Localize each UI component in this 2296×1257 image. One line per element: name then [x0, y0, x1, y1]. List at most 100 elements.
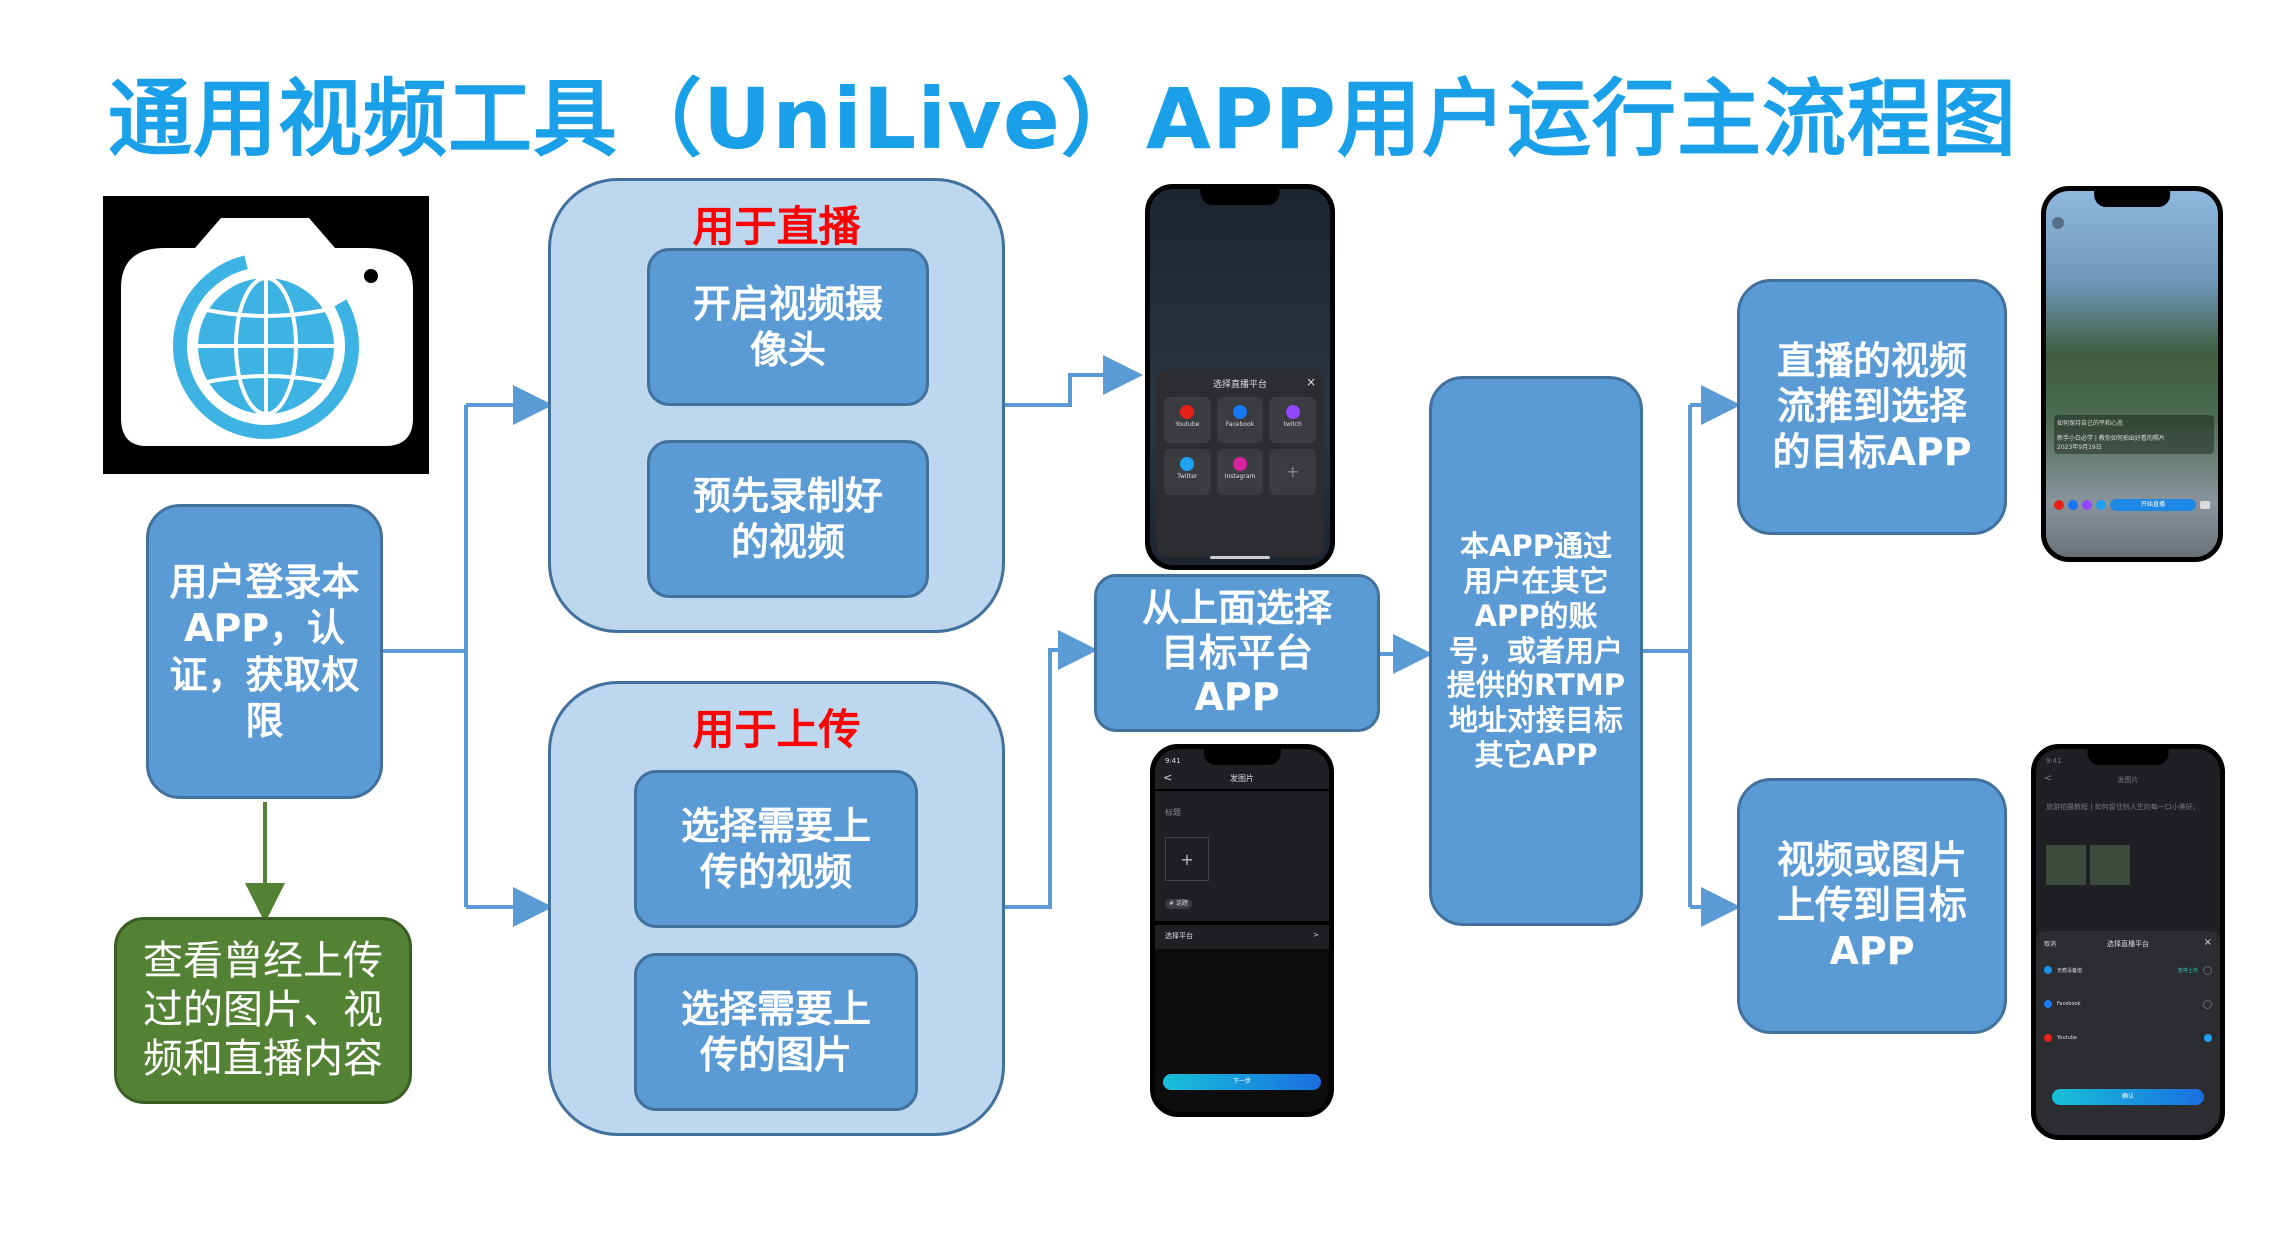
twitch-label: twitch: [1283, 421, 1302, 428]
confirm-button-label: 确认: [2121, 1093, 2134, 1100]
caption-line-2: 新手小白必学 | 教你如何拍出好看的照片: [2057, 435, 2165, 442]
youtube-option[interactable]: Youtube: [1164, 397, 1211, 443]
back-icon[interactable]: [2052, 217, 2064, 229]
upload-header: 发图片: [2117, 776, 2139, 784]
platform-name: Facebook: [2057, 1001, 2081, 1007]
youtube-icon: [2044, 1034, 2052, 1042]
close-icon[interactable]: ×: [2203, 937, 2212, 948]
add-platform-option[interactable]: +: [1269, 449, 1316, 495]
start-live-button[interactable]: 开始直播: [2110, 499, 2196, 511]
back-icon[interactable]: <: [2044, 773, 2053, 784]
open-camera-box: 开启视频摄像头: [647, 248, 929, 406]
phone-upload-platform: 9:41 < 发图片 旅游拍摄教程 | 如何留住别人生的每一口小美好。 取消 选…: [2031, 744, 2225, 1140]
connect-accounts-box: 本APP通过用户在其它APP的账号，或者用户提供的RTMP地址对接目标其它APP: [1429, 376, 1643, 926]
twitch-icon: [1285, 405, 1300, 419]
select-upload-video-text: 选择需要上传的视频: [680, 803, 871, 894]
platform-row[interactable]: 无痕设备值 暂停上传: [2044, 963, 2212, 977]
login-box: 用户登录本APP，认证，获取权限: [146, 504, 383, 799]
form-divider: [1155, 921, 1329, 925]
youtube-icon[interactable]: [2054, 500, 2064, 510]
header-divider: [1155, 789, 1329, 791]
instagram-icon: [1232, 457, 1247, 471]
phone-live-platform: 选择直播平台 × Youtube Facebook twitch Twitter…: [1145, 184, 1335, 570]
phone-notch: [1203, 749, 1281, 765]
stream-controls: 开始直播: [2054, 497, 2210, 513]
select-platform-label: 选择平台: [1165, 932, 1193, 940]
upload-header: 发图片: [1230, 774, 1254, 783]
twitch-icon[interactable]: [2082, 500, 2092, 510]
start-live-label: 开始直播: [2140, 501, 2165, 508]
add-media-button[interactable]: +: [1165, 837, 1209, 881]
open-camera-text: 开启视频摄像头: [692, 281, 883, 372]
plus-icon: +: [1285, 462, 1300, 481]
chevron-right-icon: >: [1313, 931, 1319, 939]
home-indicator: [1210, 556, 1270, 559]
camera-icon[interactable]: [2200, 501, 2210, 509]
post-body: 旅游拍摄教程 | 如何留住别人生的每一口小美好。: [2046, 803, 2200, 811]
facebook-label: Facebook: [1225, 421, 1255, 428]
facebook-icon: [1232, 405, 1247, 419]
phone-notch: [1200, 189, 1280, 205]
sheet-title: 选择直播平台: [1212, 380, 1267, 390]
thumbnail-1: [2046, 845, 2086, 885]
twitter-icon: [1180, 457, 1195, 471]
youtube-icon: [1180, 405, 1195, 419]
radio-checked[interactable]: [2204, 1034, 2212, 1042]
upload-group-label: 用于上传: [692, 705, 861, 754]
facebook-icon[interactable]: [2068, 500, 2078, 510]
instagram-option[interactable]: Instagram: [1216, 449, 1264, 495]
phone-live-stream: 如何保持自己的平和心态 新手小白必学 | 教你如何拍出好看的照片 2023年9月…: [2041, 186, 2223, 562]
title-placeholder[interactable]: 标题: [1165, 808, 1181, 817]
history-text: 查看曾经上传过的图片、视频和直播内容: [143, 938, 383, 1082]
select-platform-row[interactable]: 选择平台 >: [1165, 931, 1319, 941]
youtube-label: Youtube: [1175, 421, 1200, 428]
next-button[interactable]: 下一步: [1163, 1074, 1321, 1090]
platform-row[interactable]: Youtube: [2044, 1031, 2212, 1045]
instagram-label: Instagram: [1224, 473, 1256, 480]
twitter-label: Twitter: [1177, 473, 1198, 480]
back-icon[interactable]: <: [1163, 771, 1173, 784]
prerecorded-text: 预先录制好的视频: [692, 473, 883, 564]
sheet-title: 选择直播平台: [2107, 940, 2149, 948]
choose-platform-text: 从上面选择目标平台APP: [1141, 585, 1332, 720]
upload-to-target-box: 视频或图片上传到目标APP: [1737, 778, 2007, 1034]
radio-unchecked[interactable]: [2203, 999, 2212, 1009]
platform-name: Youtube: [2057, 1035, 2077, 1041]
platform-name: 无痕设备值: [2057, 967, 2083, 974]
status-time: 9:41: [2046, 757, 2062, 765]
twitter-option[interactable]: Twitter: [1164, 449, 1211, 495]
sheet-cancel[interactable]: 取消: [2044, 941, 2057, 948]
phone-notch: [2087, 749, 2169, 765]
status-time: 9:41: [1165, 757, 1181, 765]
plus-icon: +: [1180, 850, 1194, 869]
login-text: 用户登录本APP，认证，获取权限: [169, 559, 360, 743]
select-upload-image-box: 选择需要上传的图片: [634, 953, 918, 1111]
select-upload-video-box: 选择需要上传的视频: [634, 770, 918, 928]
phone-notch: [2094, 191, 2170, 207]
caption-line-1: 如何保持自己的平和心态: [2057, 420, 2124, 427]
platform-sheet: 取消 选择直播平台 × 无痕设备值 暂停上传 Facebook Youtube …: [2036, 931, 2220, 1135]
history-box: 查看曾经上传过的图片、视频和直播内容: [114, 917, 412, 1104]
close-icon[interactable]: ×: [1305, 375, 1316, 389]
next-button-label: 下一步: [1232, 1078, 1251, 1085]
topic-tag-label: # 话题: [1169, 900, 1188, 907]
push-stream-text: 直播的视频流推到选择的目标APP: [1772, 338, 1972, 474]
confirm-button[interactable]: 确认: [2052, 1089, 2204, 1105]
live-group-label: 用于直播: [692, 202, 861, 251]
facebook-option[interactable]: Facebook: [1216, 397, 1264, 443]
platform-sheet: 选择直播平台 × Youtube Facebook twitch Twitter…: [1156, 369, 1324, 557]
choose-platform-box: 从上面选择目标平台APP: [1094, 574, 1380, 732]
radio-unchecked[interactable]: [2203, 965, 2212, 975]
select-upload-image-text: 选择需要上传的图片: [680, 986, 871, 1077]
connect-accounts-text: 本APP通过用户在其它APP的账号，或者用户提供的RTMP地址对接目标其它APP: [1447, 529, 1625, 772]
twitch-option[interactable]: twitch: [1269, 397, 1316, 443]
stream-caption-box: 如何保持自己的平和心态 新手小白必学 | 教你如何拍出好看的照片 2023年9月…: [2054, 415, 2214, 454]
push-stream-box: 直播的视频流推到选择的目标APP: [1737, 279, 2007, 535]
twitter-icon[interactable]: [2096, 500, 2106, 510]
platform-tag: 暂停上传: [2177, 967, 2198, 974]
platform-row[interactable]: Facebook: [2044, 997, 2212, 1011]
camera-globe-icon: [103, 196, 429, 474]
topic-tag[interactable]: # 话题: [1165, 899, 1192, 909]
upload-to-target-text: 视频或图片上传到目标APP: [1776, 837, 1967, 973]
